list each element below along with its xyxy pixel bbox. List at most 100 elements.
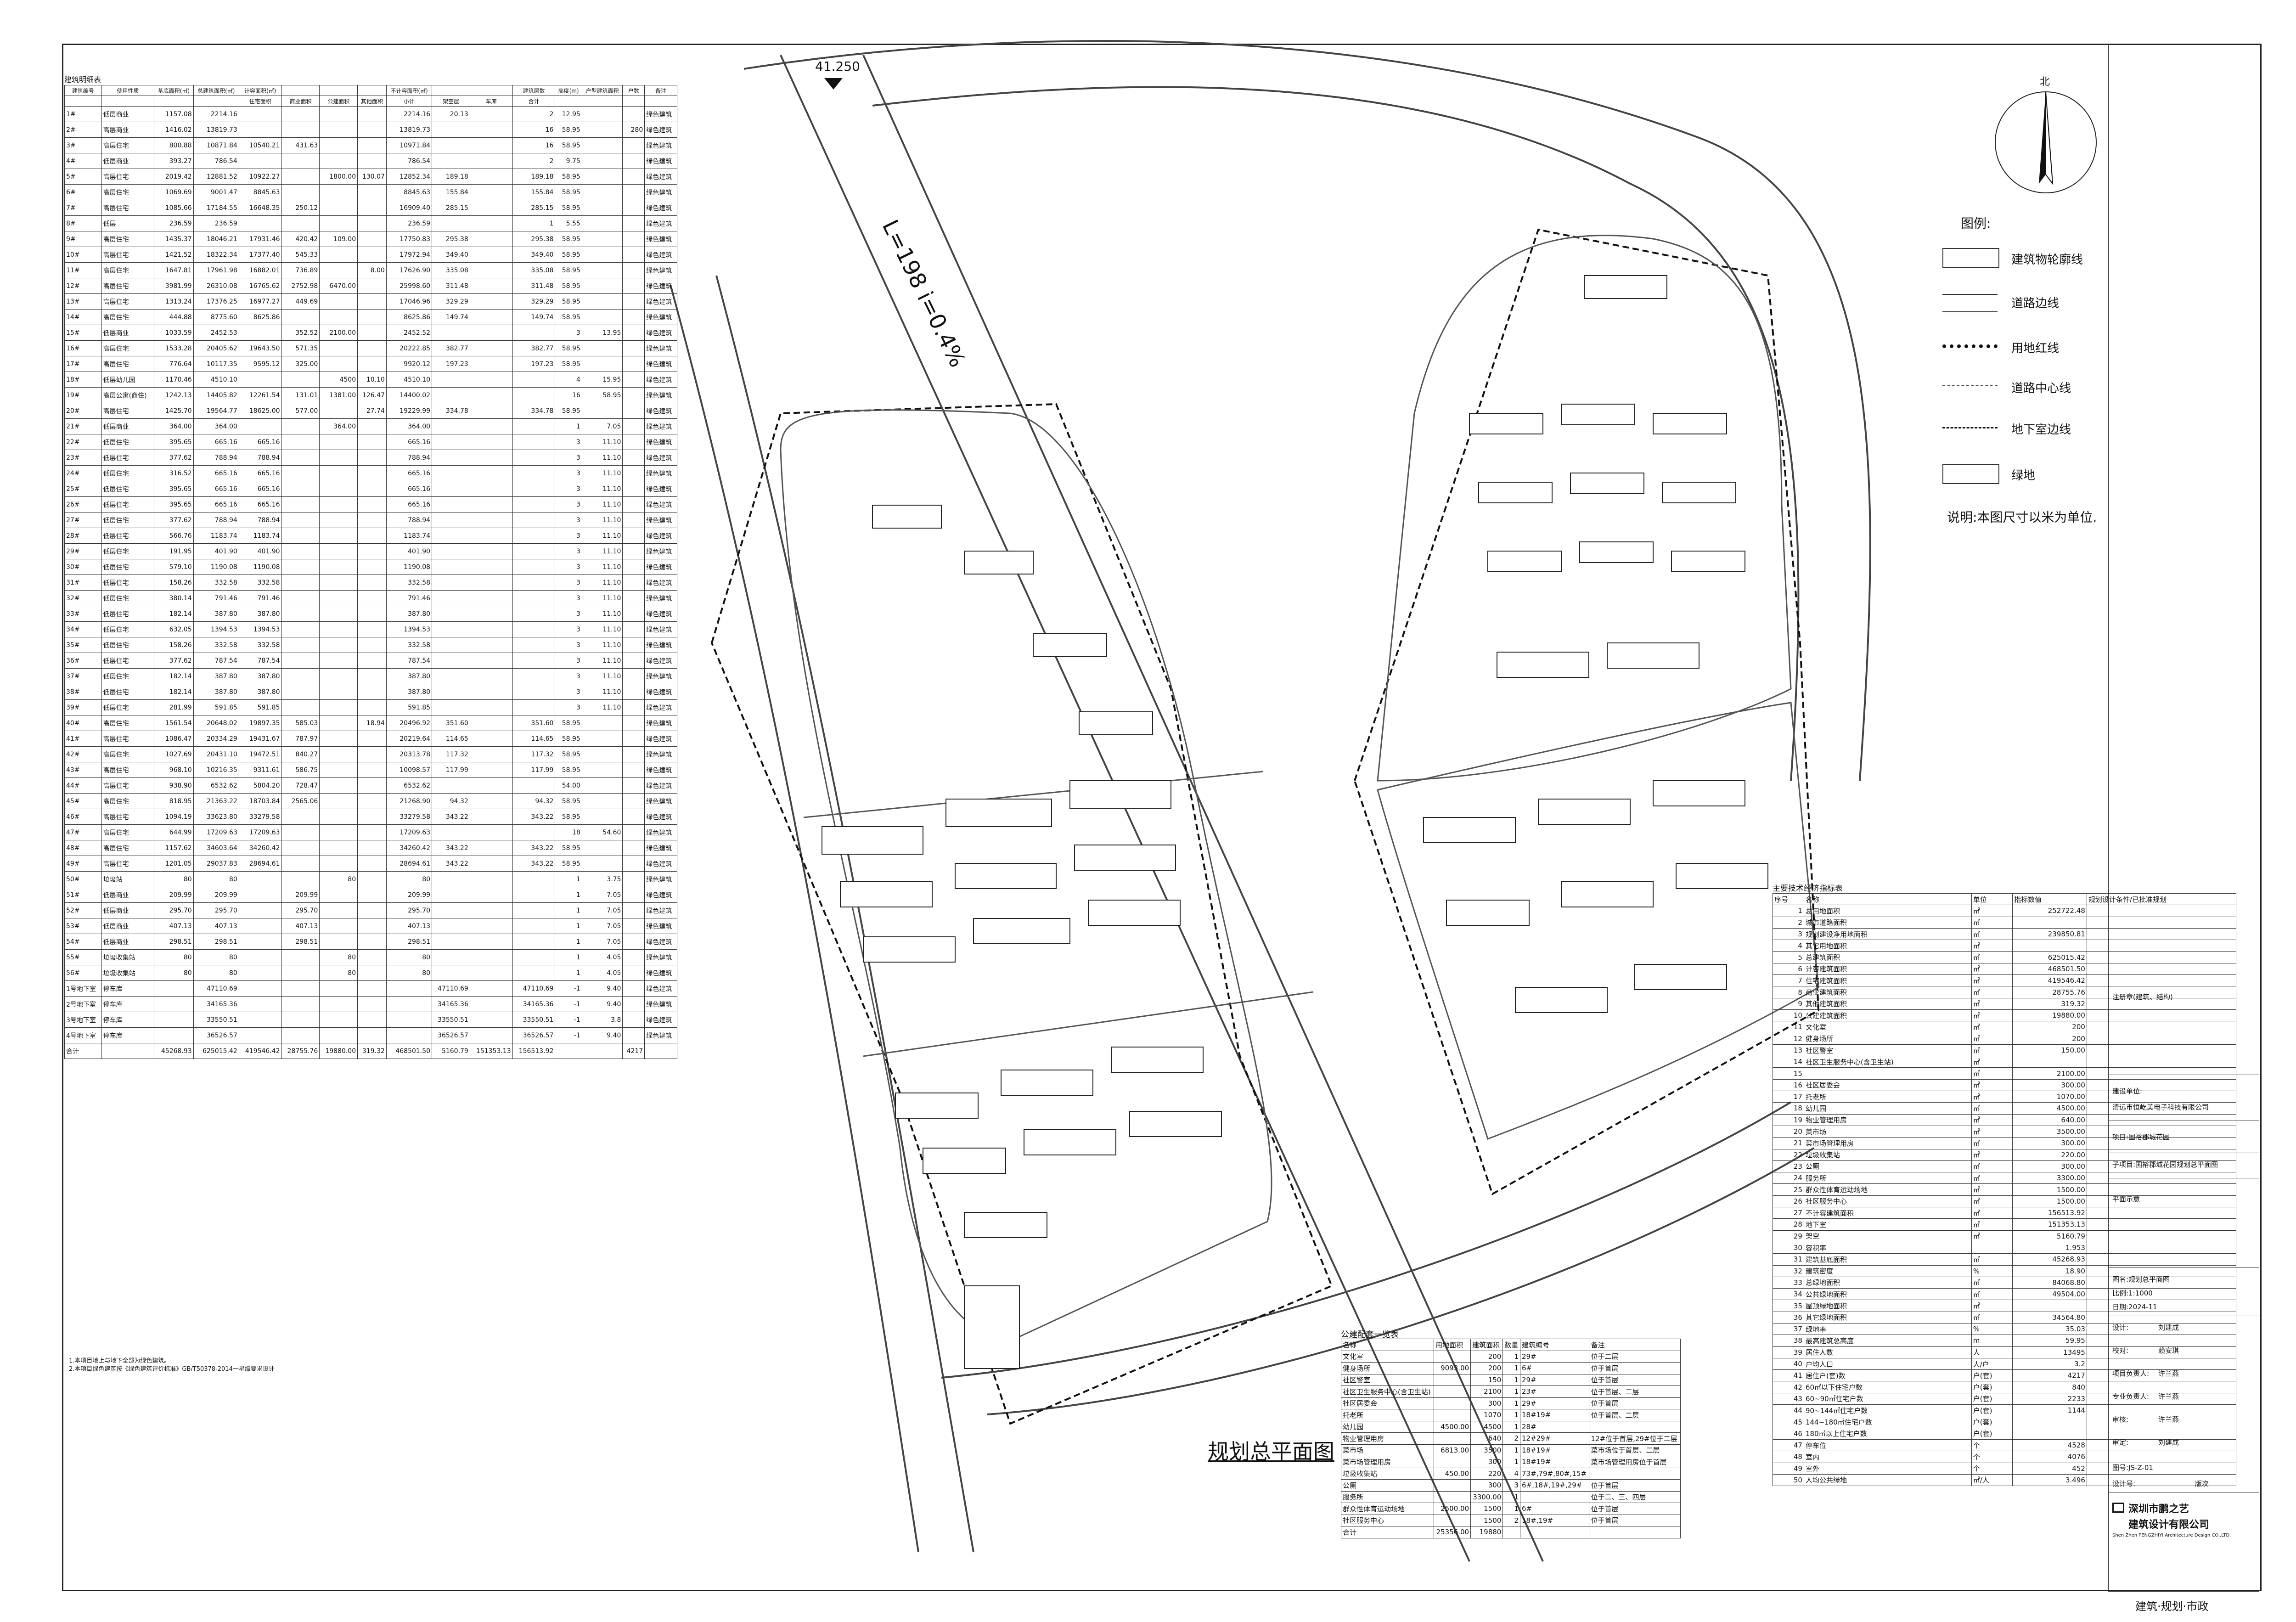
table-cell (469, 699, 513, 715)
table-cell (357, 340, 387, 356)
company-name: 深圳市鹏之艺 (2128, 1504, 2189, 1515)
table-cell: 2452.52 (386, 325, 433, 341)
table-cell: 4217 (2012, 1369, 2087, 1382)
table-cell (432, 606, 470, 622)
table-cell (357, 699, 387, 715)
table-cell: 菜市场管理用房 (1803, 1137, 1972, 1149)
table-cell: 高层公寓(商住) (101, 387, 155, 403)
table-cell (622, 528, 645, 544)
table-cell: 33550.51 (512, 1012, 556, 1028)
table-cell: 物业管理用房 (1340, 1432, 1435, 1445)
table-cell: 1500.00 (2012, 1183, 2087, 1196)
table-cell: 低层住宅 (101, 606, 155, 622)
table-cell: 449.69 (281, 293, 320, 310)
table-cell: 80 (319, 965, 358, 981)
table-cell (357, 528, 387, 544)
table-cell (357, 918, 387, 934)
table-cell (512, 684, 556, 700)
table-cell (2086, 1335, 2237, 1347)
table-cell: 17376.25 (193, 293, 239, 310)
table-cell: ㎡ (1971, 1125, 2013, 1138)
table-cell: -1 (555, 1012, 582, 1028)
table-cell: 绿色建筑 (644, 262, 677, 278)
footer-label: 建筑·规划·市政 (2135, 1600, 2209, 1613)
drawing-no-label: 图号:JS-Z-01 (2112, 1464, 2153, 1472)
table-cell: 14# (64, 309, 102, 325)
table-cell: 低层商业 (101, 918, 155, 934)
table-cell: 11.10 (581, 528, 623, 544)
table-cell: 绿地率 (1803, 1323, 1972, 1335)
table-cell: 665.16 (238, 434, 282, 450)
table-cell (622, 762, 645, 778)
tech-table-title: 主要技术经济指标表 (1773, 884, 1843, 893)
title-block-divider (2108, 1492, 2259, 1493)
table-cell: 4.05 (581, 965, 623, 981)
table-cell: 16977.27 (238, 293, 282, 310)
table-cell: 3 (555, 684, 582, 700)
table-cell: 幼儿园 (1340, 1420, 1435, 1433)
table-cell: 566.76 (154, 528, 194, 544)
north-label: 北 (2040, 76, 2050, 88)
table-cell: 364.00 (193, 418, 239, 434)
table-cell: 38 (1773, 1335, 1804, 1347)
table-cell (319, 606, 358, 622)
table-cell (357, 278, 387, 294)
table-cell: 指标数值 (2012, 893, 2087, 906)
table-cell: 840.27 (281, 746, 320, 762)
table-cell: 低层商业 (101, 325, 155, 341)
table-cell: 18#19# (1519, 1444, 1590, 1456)
table-cell: 绿色建筑 (644, 809, 677, 825)
table-cell: 位于首层、二层 (1589, 1385, 1681, 1398)
table-cell (2086, 1311, 2237, 1324)
table-cell (357, 1012, 387, 1028)
table-cell (469, 1012, 513, 1028)
table-cell: 332.58 (238, 574, 282, 591)
table-cell (469, 871, 513, 887)
table-cell: 其它绿地面积 (1803, 1311, 1972, 1324)
table-cell: 11.10 (581, 434, 623, 450)
table-cell: 316.52 (154, 465, 194, 481)
table-cell (238, 887, 282, 903)
table-cell: 绿色建筑 (644, 372, 677, 388)
table-cell: 不计容面积(㎡) (386, 85, 433, 96)
table-cell: 5 (1773, 951, 1804, 963)
table-cell: 低层住宅 (101, 699, 155, 715)
table-cell (281, 122, 320, 138)
table-cell (469, 278, 513, 294)
table-cell: 4076 (2012, 1451, 2087, 1463)
table-cell (281, 871, 320, 887)
table-cell: 11.10 (581, 684, 623, 700)
table-cell: 总用地面积 (1803, 905, 1972, 917)
table-cell: 人均公共绿地 (1803, 1474, 1972, 1487)
table-cell: 高层住宅 (101, 137, 155, 153)
table-cell: 45# (64, 793, 102, 809)
table-cell: 17972.94 (386, 247, 433, 263)
table-cell: 3 (555, 481, 582, 497)
specialty-label: 专业负责人: (2112, 1392, 2150, 1401)
table-cell: 58.95 (555, 746, 582, 762)
table-cell (238, 949, 282, 965)
table-cell (512, 512, 556, 528)
table-cell: 591.85 (238, 699, 282, 715)
table-cell (469, 762, 513, 778)
table-cell: 11.10 (581, 512, 623, 528)
table-cell: 17961.98 (193, 262, 239, 278)
table-cell: 349.40 (512, 247, 556, 263)
table-cell: 58.95 (555, 184, 582, 200)
table-cell: 合计 (64, 1043, 102, 1059)
table-cell (357, 543, 387, 559)
table-cell: 其它用地面积 (1803, 940, 1972, 952)
table-cell: 46# (64, 809, 102, 825)
table-cell: 300.00 (2012, 1079, 2087, 1092)
table-cell: 高层住宅 (101, 840, 155, 856)
table-cell (622, 840, 645, 856)
